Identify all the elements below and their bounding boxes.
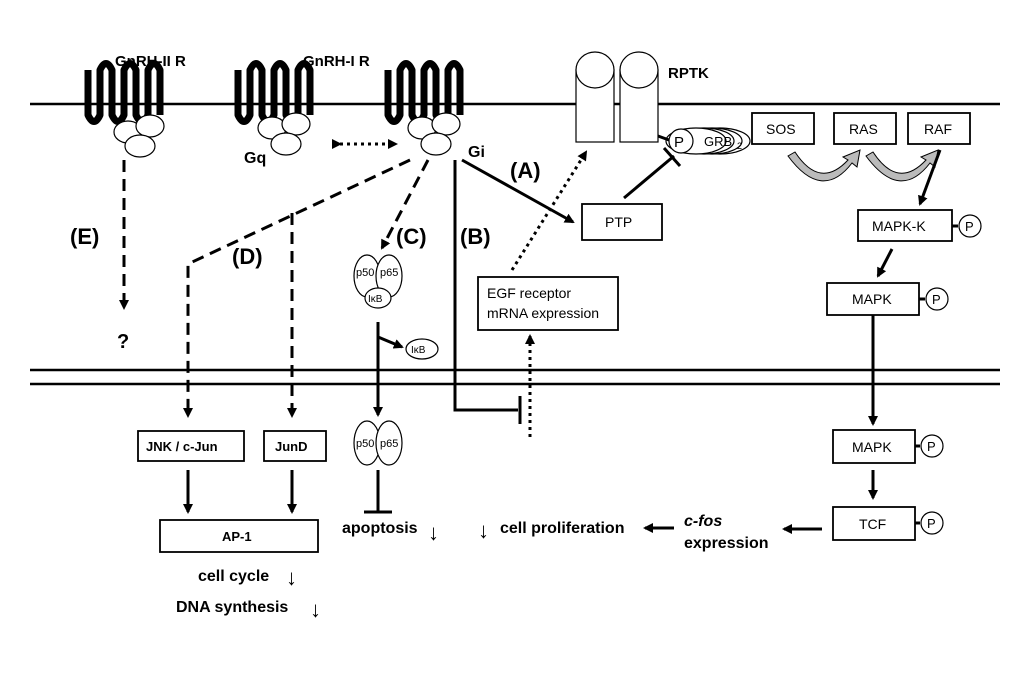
egf-receptor-line1: EGF receptor	[487, 285, 571, 301]
nfkb-ikb-complex	[353, 254, 403, 309]
tcf-phospho	[920, 511, 944, 535]
ptp-box	[581, 203, 663, 241]
nfkb-p65-label: p65	[380, 267, 398, 279]
nuclear-p65-label: p65	[380, 438, 398, 450]
rptk-receptor	[575, 51, 659, 143]
cfos-label: c-fos	[684, 513, 722, 530]
grb2-subscript: 2	[737, 141, 742, 151]
gnrh2-receptor	[84, 60, 165, 158]
apoptosis-down-arrow: ↓	[428, 520, 439, 545]
mapkk-label: MAPK-K	[872, 218, 926, 234]
gnrh1-label: GnRH-I R	[303, 53, 370, 70]
mapkk-box	[857, 209, 953, 242]
raf-label: RAF	[924, 121, 952, 137]
ap1-box	[159, 519, 319, 553]
tcf-phospho-label: P	[927, 516, 936, 531]
mapk-nuc-phospho	[920, 434, 944, 458]
egf-receptor-box	[477, 276, 619, 331]
gnrh1-receptor-gq	[234, 60, 314, 156]
gi-label: Gi	[468, 144, 485, 161]
sos-box	[751, 112, 815, 145]
jund-label: JunD	[275, 439, 308, 454]
free-ikb	[405, 338, 439, 360]
jnk-cjun-box	[137, 430, 245, 462]
grb2-label: GRB	[704, 134, 732, 149]
pathway-c-arrow	[380, 159, 430, 250]
apoptosis-label: apoptosis	[342, 520, 418, 537]
pathway-c-label: (C)	[396, 224, 427, 249]
pathway-d-label: (D)	[232, 244, 263, 269]
egf-to-rptk-arrow	[510, 150, 588, 271]
mapkk-phospho	[958, 214, 982, 238]
gnrh2-label: GnRH-II R	[115, 53, 186, 70]
pathway-d-line	[183, 158, 411, 418]
gq-label: Gq	[244, 150, 266, 167]
pathway-a-label: (A)	[510, 158, 541, 183]
tcf-label: TCF	[859, 516, 886, 532]
nfkb-ikb-label: IκB	[368, 294, 383, 305]
dna-synthesis-label: DNA synthesis	[176, 599, 288, 616]
proliferation-down-arrow: ↓	[478, 518, 489, 543]
pathway-b-line	[453, 160, 518, 412]
raf-box	[907, 112, 971, 145]
rptk-label: RPTK	[668, 65, 709, 82]
egf-receptor-line2: mRNA expression	[487, 305, 599, 321]
pathway-b-label: (B)	[460, 224, 491, 249]
rptk-phospho	[668, 128, 694, 154]
jund-box	[263, 430, 327, 462]
jnk-cjun-label: JNK / c-Jun	[146, 439, 218, 454]
mapk-cyto-phospho	[925, 287, 949, 311]
cell-proliferation-label: cell proliferation	[500, 520, 624, 537]
ap1-label: AP-1	[222, 529, 252, 544]
sos-to-ras-activation	[787, 149, 861, 182]
ras-box	[833, 112, 897, 145]
ptp-inhibition-bar	[662, 147, 682, 167]
ras-to-raf-activation	[865, 149, 939, 182]
sos-label: SOS	[766, 121, 796, 137]
ptp-label: PTP	[605, 214, 632, 230]
ptp-inhibits-rptk	[623, 154, 675, 200]
rptk-phospho-label: P	[674, 134, 684, 151]
nfkb-p50-label: p50	[356, 267, 374, 279]
mapk-cyto-label: MAPK	[852, 291, 892, 307]
pathway-a-arrow	[461, 158, 575, 224]
pathway-e-label: (E)	[70, 224, 99, 249]
pathway-e-unknown: ?	[117, 331, 129, 353]
ras-label: RAS	[849, 121, 878, 137]
mapkk-phospho-label: P	[965, 219, 974, 234]
mapk-nuc-label: MAPK	[852, 439, 892, 455]
gnrh1-receptor-gi	[384, 60, 464, 156]
nuclear-nfkb	[353, 420, 403, 466]
cfos-expression-label: expression	[684, 535, 768, 552]
mapk-nuc-phospho-label: P	[927, 439, 936, 454]
mapk-cyto-phospho-label: P	[932, 292, 941, 307]
nuclear-p50-label: p50	[356, 438, 374, 450]
raf-to-mapkk-arrow	[918, 149, 942, 206]
rptk-grb2-link	[657, 134, 670, 142]
dna-synthesis-down-arrow: ↓	[310, 597, 321, 622]
mapkk-to-mapk-arrow	[876, 248, 894, 278]
ikb-release-arrow	[376, 330, 404, 349]
tcf-box	[832, 506, 916, 541]
cell-cycle-label: cell cycle	[198, 568, 269, 585]
cell-cycle-down-arrow: ↓	[286, 565, 297, 590]
free-ikb-label: IκB	[411, 345, 426, 356]
